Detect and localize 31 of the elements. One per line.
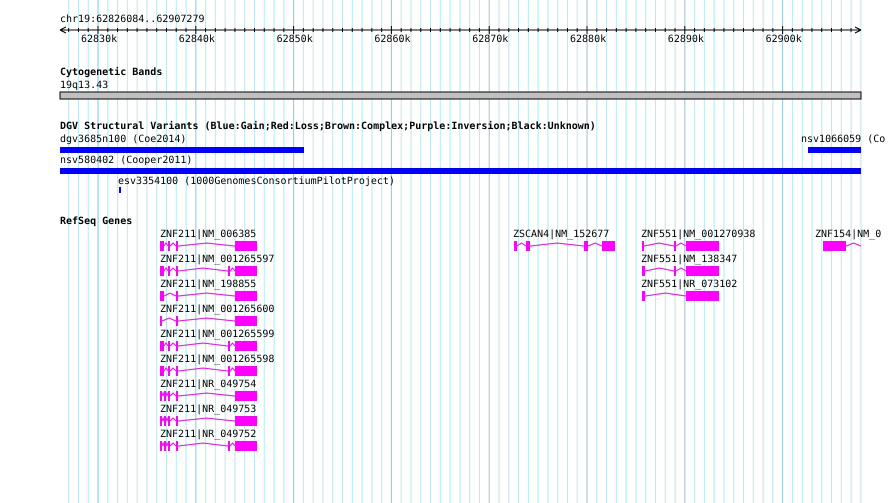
track-title: Cytogenetic Bands xyxy=(60,67,162,79)
tick-label: 62860k xyxy=(374,34,411,46)
gene-label: ZNF154|NM_0 xyxy=(815,229,882,241)
tick-label: 62890k xyxy=(668,34,704,46)
label-text: 19q13.43 xyxy=(60,80,108,92)
track-title: DGV Structural Variants (Blue:Gain;Red:Loss;Brown:Complex;Purple:Inversion;Black:Unknown) xyxy=(60,121,596,133)
tick-label: 62830k xyxy=(81,34,118,46)
tick-label: 62840k xyxy=(178,34,215,46)
gene-label: ZNF211|NM_198855 xyxy=(160,279,256,291)
gene-label: ZNF211|NM_001265600 xyxy=(160,304,274,316)
variant-label: nsv580402 (Cooper2011) xyxy=(60,155,192,167)
tick-label: 62870k xyxy=(472,34,508,46)
gene-label: ZNF551|NM_138347 xyxy=(641,254,738,266)
gene-label: ZNF211|NM_006385 xyxy=(160,229,256,241)
track-title: RefSeq Genes xyxy=(60,216,132,228)
variant-label: dgv3685n100 (Coe2014) xyxy=(60,134,186,146)
tick-label: 62900k xyxy=(766,34,802,46)
tick-label: 62850k xyxy=(276,34,313,46)
variant-label: nsv1066059 (Co xyxy=(801,134,886,146)
gene-label: ZNF211|NM_001265598 xyxy=(160,354,274,366)
label-text: chr19:62826084..62907279 xyxy=(60,14,204,26)
tick-label: 62880k xyxy=(570,34,606,46)
gene-label: ZNF211|NR_049753 xyxy=(160,404,256,416)
variant-label: esv3354100 (1000GenomesConsortiumPilotProject) xyxy=(118,176,395,188)
gene-label: ZSCAN4|NM_152677 xyxy=(513,229,610,241)
gene-label: ZNF211|NR_049754 xyxy=(160,379,256,391)
gene-label: ZNF551|NM_001270938 xyxy=(641,229,756,241)
gene-label: ZNF211|NM_001265599 xyxy=(160,329,274,341)
gene-label: ZNF211|NM_001265597 xyxy=(160,254,274,266)
gene-label: ZNF211|NR_049752 xyxy=(160,429,256,441)
gene-label: ZNF551|NR_073102 xyxy=(641,279,738,291)
